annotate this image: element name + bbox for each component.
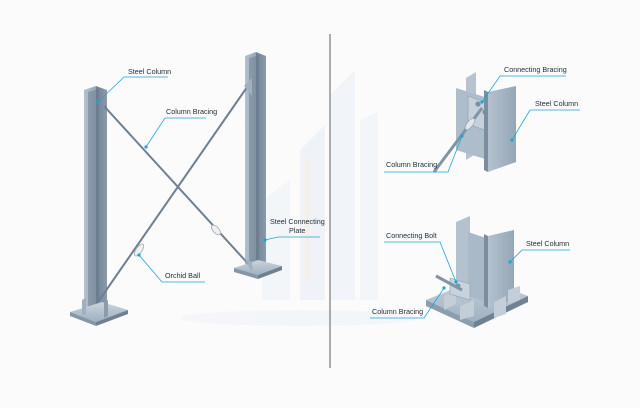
- leader-steel-column-left: [97, 76, 168, 103]
- label-connecting-bolt: Connecting Bolt: [386, 231, 437, 240]
- bracing-rod-b: [97, 79, 253, 303]
- label-column-bracing-bottom: Column Bracing: [372, 307, 423, 316]
- leader-connecting-bolt: [384, 241, 457, 283]
- leader-dot: [454, 280, 458, 284]
- label-orchid-ball: Orchid Ball: [165, 271, 201, 280]
- label-steel-connecting-plate-1: Steel Connecting: [270, 217, 325, 226]
- leader-dot: [144, 145, 148, 149]
- label-column-bracing-top: Column Bracing: [386, 160, 437, 169]
- leader-orchid-ball: [138, 254, 205, 283]
- left-steel-column: [70, 86, 128, 326]
- left-annotations: Steel Column Column Bracing Orchid Ball …: [96, 67, 325, 283]
- leader-steel-connecting-plate: [264, 236, 320, 241]
- leader-column-bracing-bottom: [370, 287, 445, 319]
- orchid-ball: [133, 224, 221, 257]
- leader-dot: [137, 253, 141, 257]
- leader-dot: [442, 286, 446, 290]
- label-connecting-bracing: Connecting Bracing: [504, 65, 567, 74]
- top-detail-annotations: Connecting Bracing Steel Column Column B…: [384, 65, 580, 173]
- label-steel-connecting-plate-2: Plate: [289, 226, 305, 235]
- bottom-connection-detail: [426, 216, 528, 328]
- right-steel-column: [234, 52, 282, 279]
- leader-dot: [96, 100, 100, 104]
- label-column-bracing-left: Column Bracing: [166, 107, 217, 116]
- leader-steel-column-bottom: [509, 249, 570, 263]
- leader-dot: [508, 260, 512, 264]
- label-steel-column-top: Steel Column: [535, 99, 578, 108]
- connecting-plate-top: [244, 78, 252, 96]
- leader-steel-column-top: [511, 109, 580, 141]
- leader-column-bracing-left: [145, 117, 206, 148]
- leader-connecting-bracing: [481, 75, 566, 103]
- leader-dot: [460, 134, 464, 138]
- leader-dot: [510, 138, 514, 142]
- connecting-plate-bottom: [244, 258, 252, 272]
- top-connection-detail: [432, 72, 516, 173]
- leader-dot: [480, 100, 484, 104]
- bottom-detail-annotations: Connecting Bolt Steel Column Column Brac…: [370, 231, 570, 319]
- leader-dot: [263, 238, 267, 242]
- left-bracing-frame: [70, 52, 282, 326]
- label-steel-column-bottom: Steel Column: [526, 239, 569, 248]
- label-steel-column-left: Steel Column: [128, 67, 171, 76]
- leader-column-bracing-top: [384, 135, 463, 173]
